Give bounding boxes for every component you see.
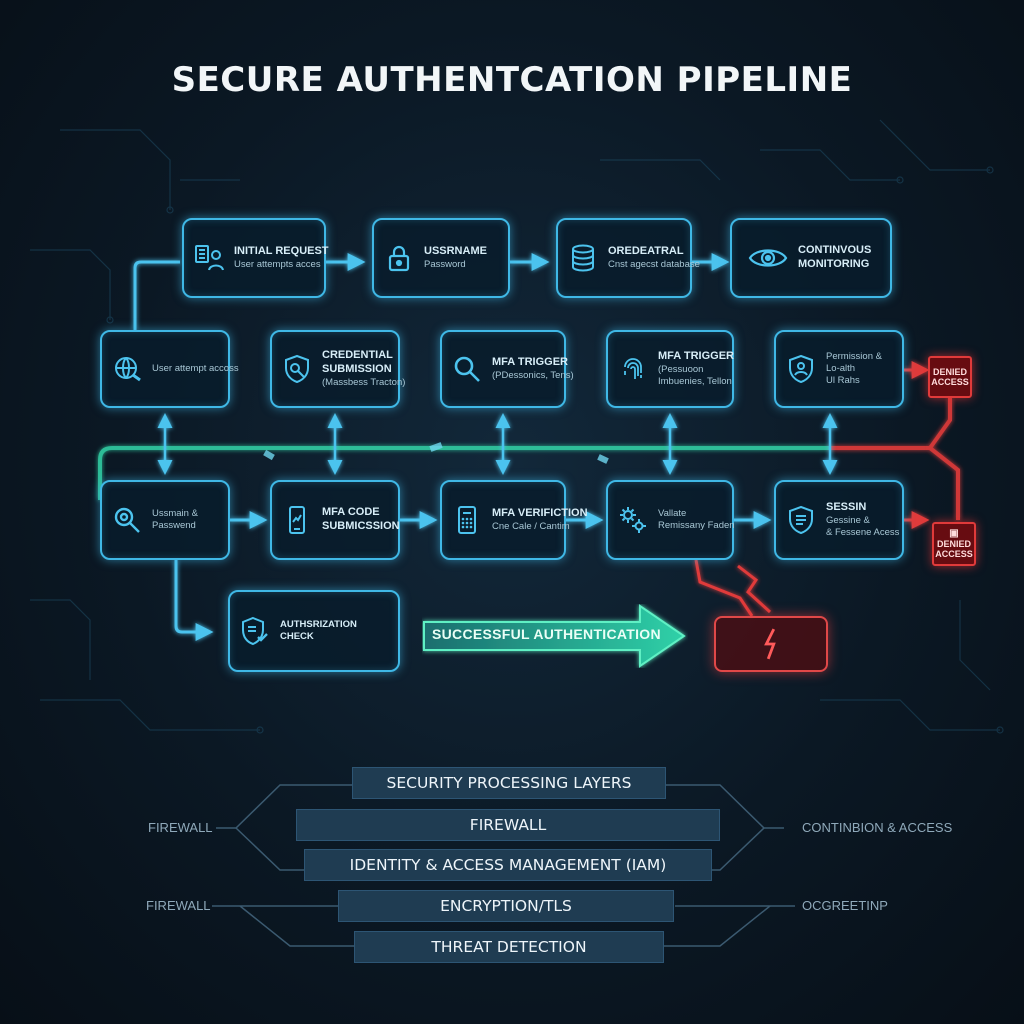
denied-label-2: ACCESS [935,549,973,559]
failure-path [694,559,772,617]
node-subtitle-2: & Fessene Acess [826,526,900,538]
magnifier-icon [450,352,484,386]
node-title: MFA TRIGGER [658,350,734,363]
row2-deny-arrows [904,361,960,529]
node-title: USSRNAME [424,245,487,258]
node-subtitle: SUBMICSSION [322,520,400,532]
node-title-2: SUBMISSION [322,363,392,376]
layer-brackets [212,784,795,947]
node-title: SESSIN [826,501,867,514]
node-subtitle: Cne Cale / Cantim [492,520,570,532]
node-subtitle: (PDessonics, Tens) [492,369,574,381]
phone-icon [280,503,314,537]
node-initial-request[interactable]: INITIAL REQUEST User attempts acces [182,218,329,298]
denied-label-2: ACCESS [931,377,969,387]
node-credential-database[interactable]: OREDEATRAL Cnst agecst database [556,218,700,298]
database-icon [566,241,600,275]
node-username-password[interactable]: USSRNAME Password [372,218,510,298]
eye-icon [746,241,790,275]
node-session[interactable]: SESSIN Gessine & & Fessene Acess [774,480,904,560]
search-key-icon [110,503,144,537]
layer-firewall: FIREWALL [296,809,720,841]
node-subtitle: MONITORING [798,258,870,270]
layer-encryption: ENCRYPTION/TLS [338,890,674,922]
node-title: MFA TRIGGER [492,356,568,369]
node-title: OREDEATRAL [608,245,684,258]
node-subtitle: CHECK [280,631,314,642]
denied-label: DENIED [936,538,971,549]
node-subtitle: Remissany Faden [658,520,735,531]
node-authorization-check[interactable]: AUTHSRIZATION CHECK [228,590,400,672]
circuit-traces [30,119,1004,734]
node-subtitle: (Massbess Tracton) [322,376,406,388]
node-title: CONTINVOUS [798,244,872,257]
gears-icon [616,503,650,537]
keypad-icon [450,503,484,537]
node-subtitle: (Pessuoon [658,364,704,375]
user-terminal-icon [192,241,226,275]
node-subtitle: Lo-alth [826,363,856,375]
node-title: INITIAL REQUEST [234,245,329,258]
shield-user-icon [784,352,818,386]
row3-arrows [174,511,772,641]
denied-label: DENIED [932,366,967,377]
node-mfa-trigger-1[interactable]: MFA TRIGGER (PDessonics, Tens) [440,330,574,408]
success-arrow: SUCCESSFUL AUTHENTICATION [422,604,688,668]
lightning-icon [764,628,776,660]
globe-icon [110,352,144,386]
denied-access-bottom[interactable]: ▣ DENIED ACCESS [932,522,976,566]
layer-header: SECURITY PROCESSING LAYERS [352,767,666,799]
node-user-attempt[interactable]: User attempt accoss [100,330,239,408]
lock-icon: ▣ [949,527,959,539]
padlock-icon [382,241,416,275]
page-title: SECURE AUTHENTCATION PIPELINE [171,60,853,100]
shield-check-icon [238,614,272,648]
node-title: Vallate [658,508,687,520]
node-mfa-code-submission[interactable]: MFA CODE SUBMICSSION [270,480,400,560]
shield-list-icon [784,503,818,537]
node-permission-auth[interactable]: Permission & Lo-alth Ul Rahs [774,330,904,408]
shield-key-icon [280,352,314,386]
row1-arrows [133,253,730,330]
node-title: AUTHSRIZATION [280,619,357,631]
side-label-right-top: CONTINBION & ACCESS [802,820,953,835]
node-title: MFA CODE [322,506,380,519]
node-subtitle-2: Ul Rahs [826,374,860,386]
vertical-arrows [157,413,838,475]
node-username-password-check[interactable]: Ussmain & Passwend [100,480,230,560]
flow-bus [98,446,930,500]
side-label-right-bottom: OCGREETINP [802,898,888,913]
node-title: CREDENTIAL [322,349,393,362]
node-subtitle: Password [424,258,466,270]
node-mfa-verification[interactable]: MFA VERIFICTION Cne Cale / Cantim [440,480,588,560]
node-subtitle: Cnst agecst database [608,258,700,270]
node-subtitle: User attempt accoss [152,363,239,375]
node-subtitle: User attempts acces [234,258,321,270]
node-subtitle: Passwend [152,520,196,531]
side-label-left-bottom: FIREWALL [146,898,211,913]
denied-access-top[interactable]: DENIED ACCESS [928,356,972,398]
side-label-left-top: FIREWALL [148,820,213,835]
layer-iam: IDENTITY & ACCESS MANAGEMENT (IAM) [304,849,712,881]
node-title: MFA VERIFICTION [492,507,588,520]
node-subtitle: Gessine & [826,515,870,526]
success-label: SUCCESSFUL AUTHENTICATION [432,626,661,642]
node-continuous-monitoring[interactable]: CONTINVOUS MONITORING [730,218,892,298]
bus-chips [263,442,609,464]
fingerprint-icon [616,352,650,386]
node-credential-submission[interactable]: CREDENTIAL SUBMISSION (Massbess Tracton) [270,330,406,408]
node-validate-permissions[interactable]: Vallate Remissany Faden [606,480,735,560]
node-subtitle-2: Imbuenies, Tellon [658,375,732,387]
arrow-shape [423,604,686,668]
layer-threat-detection: THREAT DETECTION [354,931,664,963]
node-title: Permission & [826,351,882,363]
failure-box [714,616,828,672]
node-title: Ussmain & [152,508,198,520]
node-mfa-trigger-2[interactable]: MFA TRIGGER (Pessuoon Imbuenies, Tellon [606,330,734,408]
